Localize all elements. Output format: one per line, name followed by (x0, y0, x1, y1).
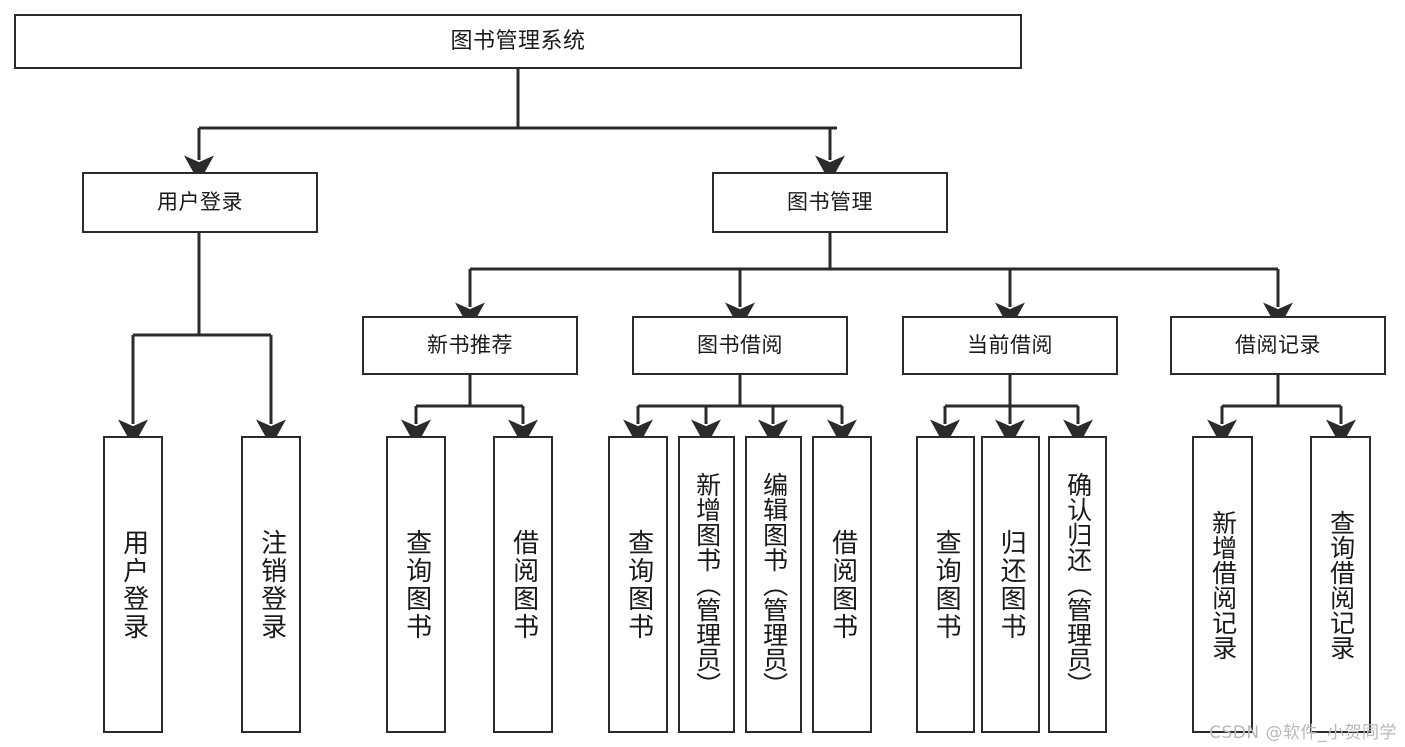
leaf-user-logout[interactable]: 注销登录 (241, 436, 301, 733)
csdn-watermark: CSDN @软件_小贺同学 (1209, 723, 1397, 743)
leaf-borrow-borrow-book[interactable]: 借阅图书 (812, 436, 872, 733)
node-label: 借阅图书 (827, 528, 858, 641)
node-label: 借阅记录 (1235, 333, 1321, 358)
leaf-record-add-record[interactable]: 新增借阅记录 (1192, 436, 1253, 733)
node-user-login[interactable]: 用户登录 (82, 172, 318, 233)
node-label: 用户登录 (118, 528, 149, 641)
node-label: 归还图书 (996, 528, 1027, 641)
leaf-recommend-borrow-book[interactable]: 借阅图书 (493, 436, 553, 733)
node-borrow-record[interactable]: 借阅记录 (1170, 316, 1386, 375)
node-label: 确认归还（管理员） (1063, 472, 1093, 697)
node-label: 查询图书 (401, 528, 432, 641)
node-label: 编辑图书（管理员） (759, 472, 789, 697)
leaf-current-confirm-return-admin[interactable]: 确认归还（管理员） (1048, 436, 1107, 733)
node-root-system[interactable]: 图书管理系统 (14, 14, 1022, 69)
node-label: 当前借阅 (967, 333, 1053, 358)
node-label: 新书推荐 (427, 333, 513, 358)
leaf-borrow-query-book[interactable]: 查询图书 (608, 436, 668, 733)
node-label: 查询图书 (931, 528, 962, 641)
node-book-management[interactable]: 图书管理 (712, 172, 948, 233)
leaf-borrow-add-book-admin[interactable]: 新增图书（管理员） (678, 436, 735, 733)
node-book-borrow[interactable]: 图书借阅 (632, 316, 848, 375)
node-label: 查询图书 (623, 528, 654, 641)
node-current-borrow[interactable]: 当前借阅 (902, 316, 1118, 375)
leaf-recommend-query-book[interactable]: 查询图书 (386, 436, 446, 733)
node-label: 图书借阅 (697, 333, 783, 358)
leaf-current-return-book[interactable]: 归还图书 (981, 436, 1040, 733)
node-label: 新增借阅记录 (1208, 509, 1238, 660)
node-label: 图书管理系统 (450, 28, 586, 54)
node-label: 用户登录 (157, 190, 243, 215)
node-new-book-recommend[interactable]: 新书推荐 (362, 316, 578, 375)
node-label: 注销登录 (256, 528, 287, 641)
leaf-user-login[interactable]: 用户登录 (103, 436, 163, 733)
node-label: 借阅图书 (508, 528, 539, 641)
node-label: 查询借阅记录 (1326, 509, 1356, 660)
leaf-current-query-book[interactable]: 查询图书 (916, 436, 975, 733)
node-label: 图书管理 (787, 190, 873, 215)
node-label: 新增图书（管理员） (692, 472, 722, 697)
leaf-record-query-record[interactable]: 查询借阅记录 (1310, 436, 1371, 733)
leaf-borrow-edit-book-admin[interactable]: 编辑图书（管理员） (745, 436, 802, 733)
